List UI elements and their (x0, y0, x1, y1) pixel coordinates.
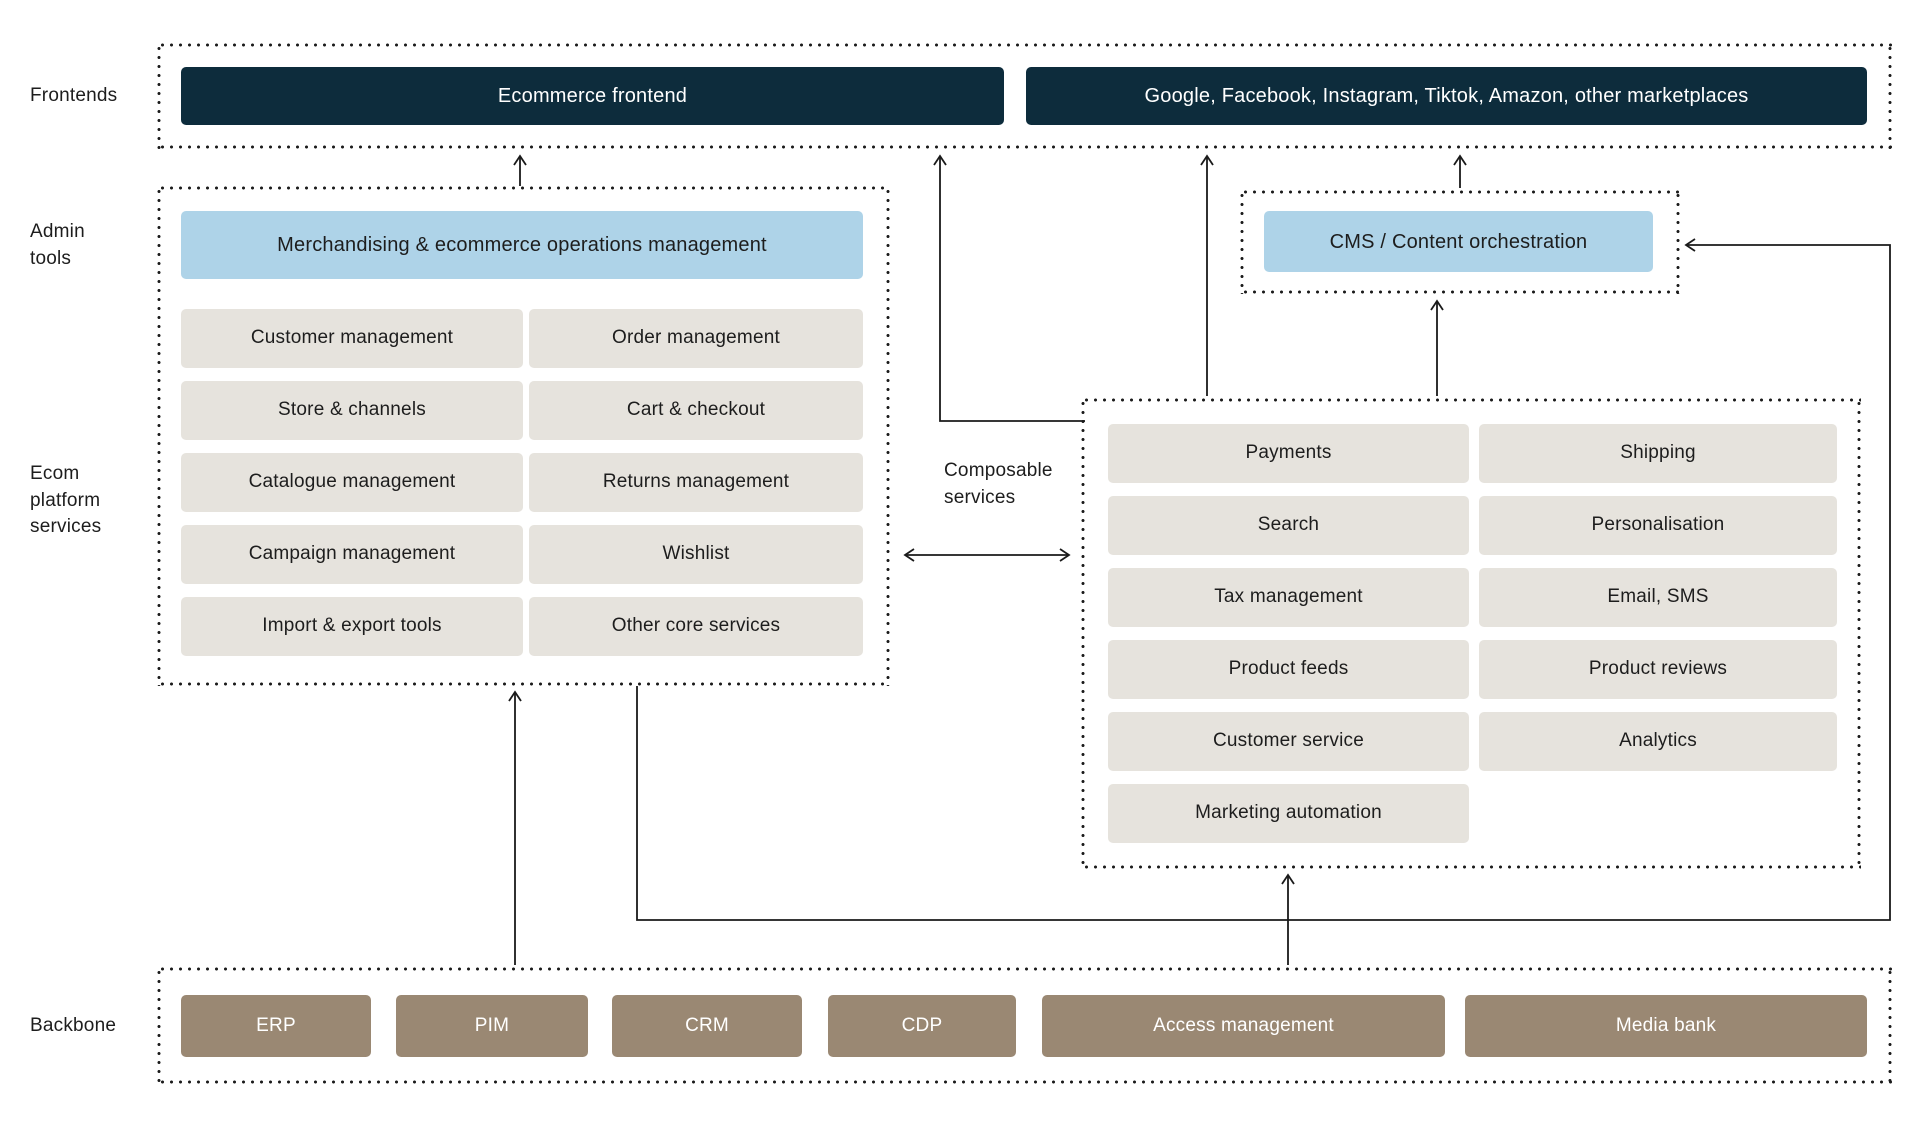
node-erp: ERP (181, 995, 371, 1057)
node-import-export-tools: Import & export tools (181, 597, 523, 656)
node-payments: Payments (1108, 424, 1469, 483)
node-tax-management: Tax management (1108, 568, 1469, 627)
node-crm: CRM (612, 995, 802, 1057)
node-pim: PIM (396, 995, 588, 1057)
label-composable-services: Composable services (944, 460, 1053, 508)
node-returns-management: Returns management (529, 453, 863, 512)
node-store-channels: Store & channels (181, 381, 523, 440)
node-cart-checkout: Cart & checkout (529, 381, 863, 440)
node-customer-service: Customer service (1108, 712, 1469, 771)
node-analytics: Analytics (1479, 712, 1837, 771)
node-customer-management: Customer management (181, 309, 523, 368)
label-admin-tools: Admin tools (30, 221, 85, 269)
node-ecommerce-frontend: Ecommerce frontend (181, 67, 1004, 125)
label-ecom-platform-services: Ecom platform services (30, 463, 102, 538)
ecom-platform-group: Merchandising & ecommerce operations man… (157, 186, 890, 686)
node-email-sms: Email, SMS (1479, 568, 1837, 627)
node-shipping: Shipping (1479, 424, 1837, 483)
composable-services-group: Payments Shipping Search Personalisation… (1081, 398, 1861, 869)
node-marketplaces: Google, Facebook, Instagram, Tiktok, Ama… (1026, 67, 1867, 125)
node-cms: CMS / Content orchestration (1264, 211, 1653, 272)
node-media-bank: Media bank (1465, 995, 1867, 1057)
node-merchandising: Merchandising & ecommerce operations man… (181, 211, 863, 279)
node-cdp: CDP (828, 995, 1016, 1057)
node-search: Search (1108, 496, 1469, 555)
label-frontends: Frontends (30, 85, 118, 106)
node-personalisation: Personalisation (1479, 496, 1837, 555)
node-marketing-automation: Marketing automation (1108, 784, 1469, 843)
node-product-feeds: Product feeds (1108, 640, 1469, 699)
node-other-core-services: Other core services (529, 597, 863, 656)
cms-group: CMS / Content orchestration (1240, 190, 1680, 294)
backbone-group: ERP PIM CRM CDP Access management Media … (157, 967, 1892, 1084)
node-wishlist: Wishlist (529, 525, 863, 584)
node-order-management: Order management (529, 309, 863, 368)
node-campaign-management: Campaign management (181, 525, 523, 584)
node-catalogue-management: Catalogue management (181, 453, 523, 512)
node-access-management: Access management (1042, 995, 1445, 1057)
arrow-composable-to-frontends-left (933, 154, 1085, 422)
label-backbone: Backbone (30, 1015, 117, 1036)
frontends-group: Ecommerce frontend Google, Facebook, Ins… (157, 43, 1892, 149)
node-product-reviews: Product reviews (1479, 640, 1837, 699)
